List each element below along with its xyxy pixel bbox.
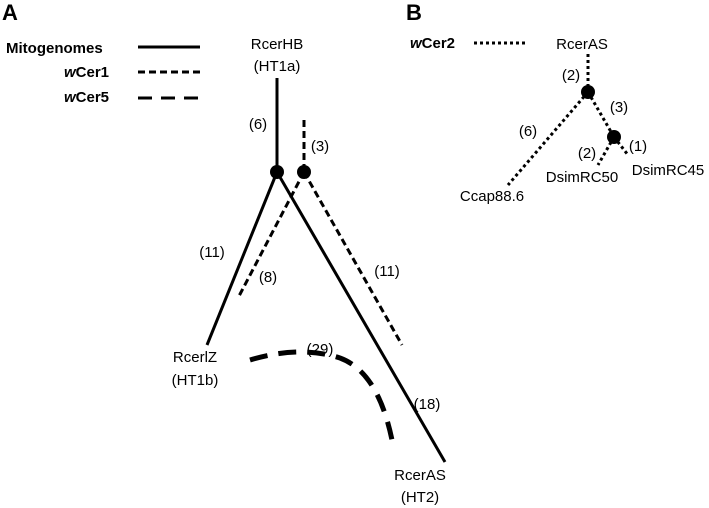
wcer2-ccap-branch [506, 91, 590, 186]
wcer5-branch [249, 349, 395, 441]
node-rcerlz-haplotype: (HT1b) [172, 372, 219, 389]
count-wcer1-right: (11) [374, 263, 400, 280]
wcer2-node-sub [607, 130, 621, 144]
count-mito-right: (18) [414, 396, 441, 413]
count-b-left: (6) [519, 123, 537, 140]
wcer1-node [297, 165, 311, 179]
node-ccap-label: Ccap88.6 [460, 188, 524, 205]
legend-wcer5-label: wCer5 [64, 89, 109, 106]
legend-wcer1-label: wCer1 [64, 64, 109, 81]
node-rcerhb-label: RcerHB [251, 36, 304, 53]
node-rceras-haplotype: (HT2) [401, 489, 439, 506]
wcer2-rc45-branch [612, 136, 630, 156]
node-rceras-label: RcerAS [394, 467, 446, 484]
node-rcerlz-label: RcerlZ [173, 349, 217, 366]
wcer2-mid-branch [586, 91, 616, 138]
count-b-rc45: (1) [629, 138, 647, 155]
count-b-mid: (3) [610, 99, 628, 116]
wcer2-rc50-branch [596, 136, 616, 166]
count-b-top: (2) [562, 67, 580, 84]
wcer1-right-branch [302, 171, 404, 346]
node-rcerhb-haplotype: (HT1a) [254, 58, 301, 75]
node-dsimrc45-label: DsimRC45 [632, 162, 705, 179]
count-b-rc50: (2) [578, 145, 596, 162]
panel-b-letter: B [406, 0, 422, 25]
count-wcer5: (29) [307, 341, 334, 358]
count-wcer1-stem: (3) [311, 138, 329, 155]
count-wcer1-left: (8) [259, 269, 277, 286]
wcer2-node-main [581, 85, 595, 99]
mito-node [270, 165, 284, 179]
count-mito-stem: (6) [249, 116, 267, 133]
legend-mitogenomes-label: Mitogenomes [6, 40, 103, 57]
wcer1-left-branch [236, 171, 306, 299]
mito-left-branch [205, 171, 279, 346]
mito-right-branch [275, 171, 447, 463]
node-dsimrc50-label: DsimRC50 [546, 169, 619, 186]
count-mito-left: (11) [199, 244, 225, 261]
legend-wcer2-label: wCer2 [410, 35, 455, 52]
node-b-rceras-label: RcerAS [556, 36, 608, 53]
panel-a-letter: A [2, 0, 18, 25]
